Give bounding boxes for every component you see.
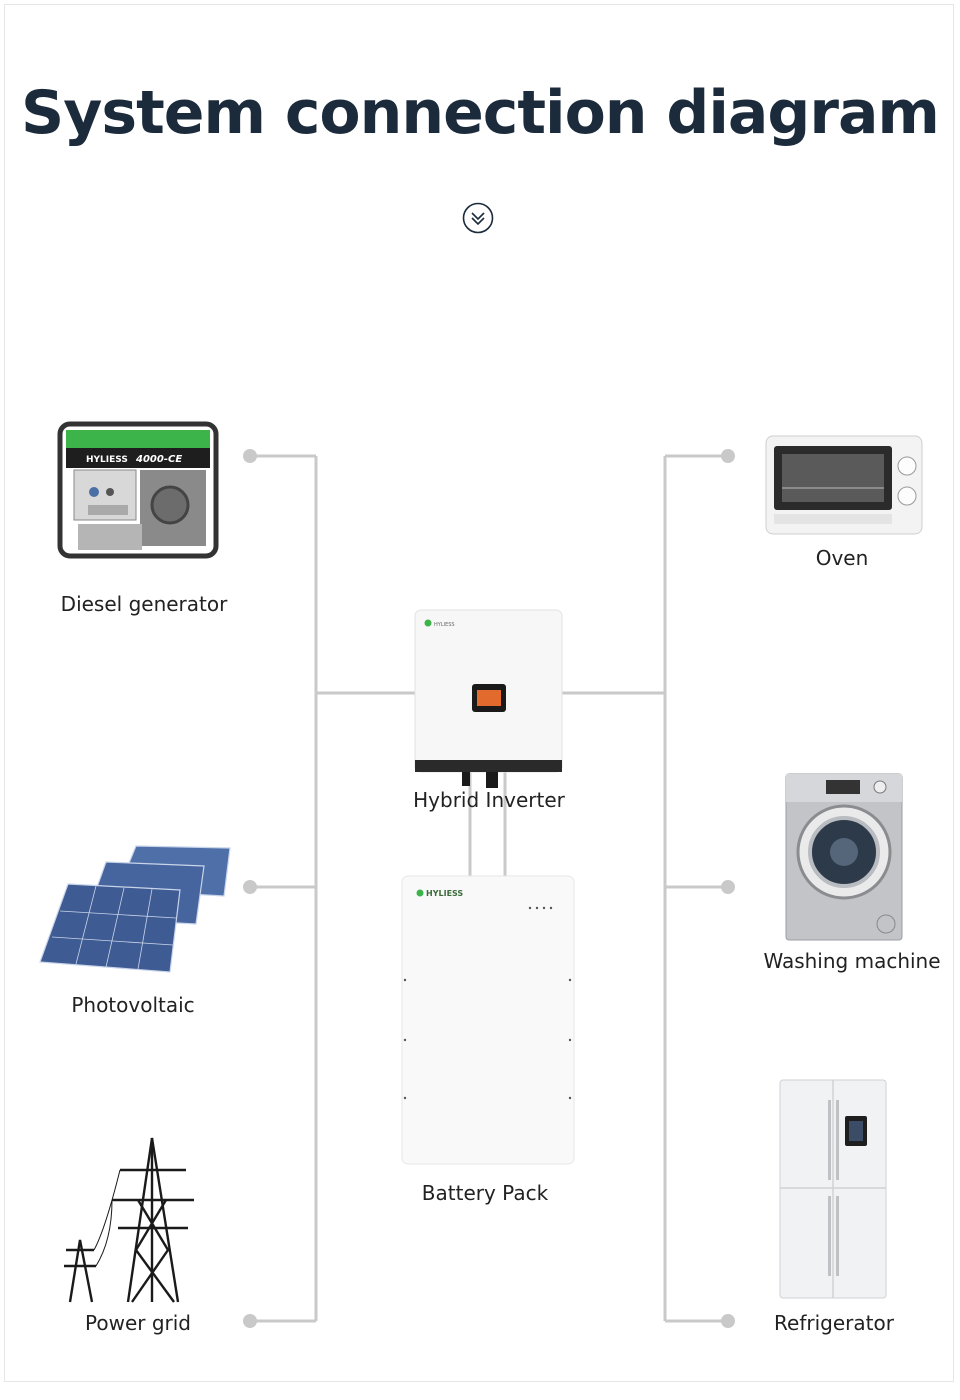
page-title: System connection diagram <box>21 78 940 148</box>
connector-lines <box>250 454 728 1323</box>
hybrid-inverter-image: HYLIESS <box>414 609 563 788</box>
battery-pack-image: HYLIESS <box>401 875 575 1165</box>
label-hybrid-inverter: Hybrid Inverter <box>413 788 565 812</box>
label-photovoltaic: Photovoltaic <box>71 993 195 1017</box>
washing-machine-image <box>785 773 903 941</box>
label-diesel-generator: Diesel generator <box>60 592 228 616</box>
generator-brand: HYLIESS <box>86 455 128 465</box>
label-power-grid: Power grid <box>85 1311 191 1335</box>
label-refrigerator: Refrigerator <box>774 1311 894 1335</box>
connector-dots <box>243 449 735 1328</box>
double-chevron-down-icon[interactable] <box>462 202 494 234</box>
refrigerator-image <box>779 1079 887 1299</box>
page-frame <box>4 4 954 1382</box>
oven-image <box>765 435 923 535</box>
label-washing-machine: Washing machine <box>763 949 941 973</box>
battery-brand: HYLIESS <box>426 889 463 898</box>
photovoltaic-image <box>39 845 231 973</box>
label-oven: Oven <box>815 546 869 570</box>
label-battery-pack: Battery Pack <box>421 1181 549 1205</box>
diesel-generator-image: HYLIESS 4000-CE <box>57 421 219 559</box>
power-grid-image <box>64 1137 194 1303</box>
generator-model: 4000-CE <box>135 454 182 465</box>
inverter-brand: HYLIESS <box>434 622 455 628</box>
